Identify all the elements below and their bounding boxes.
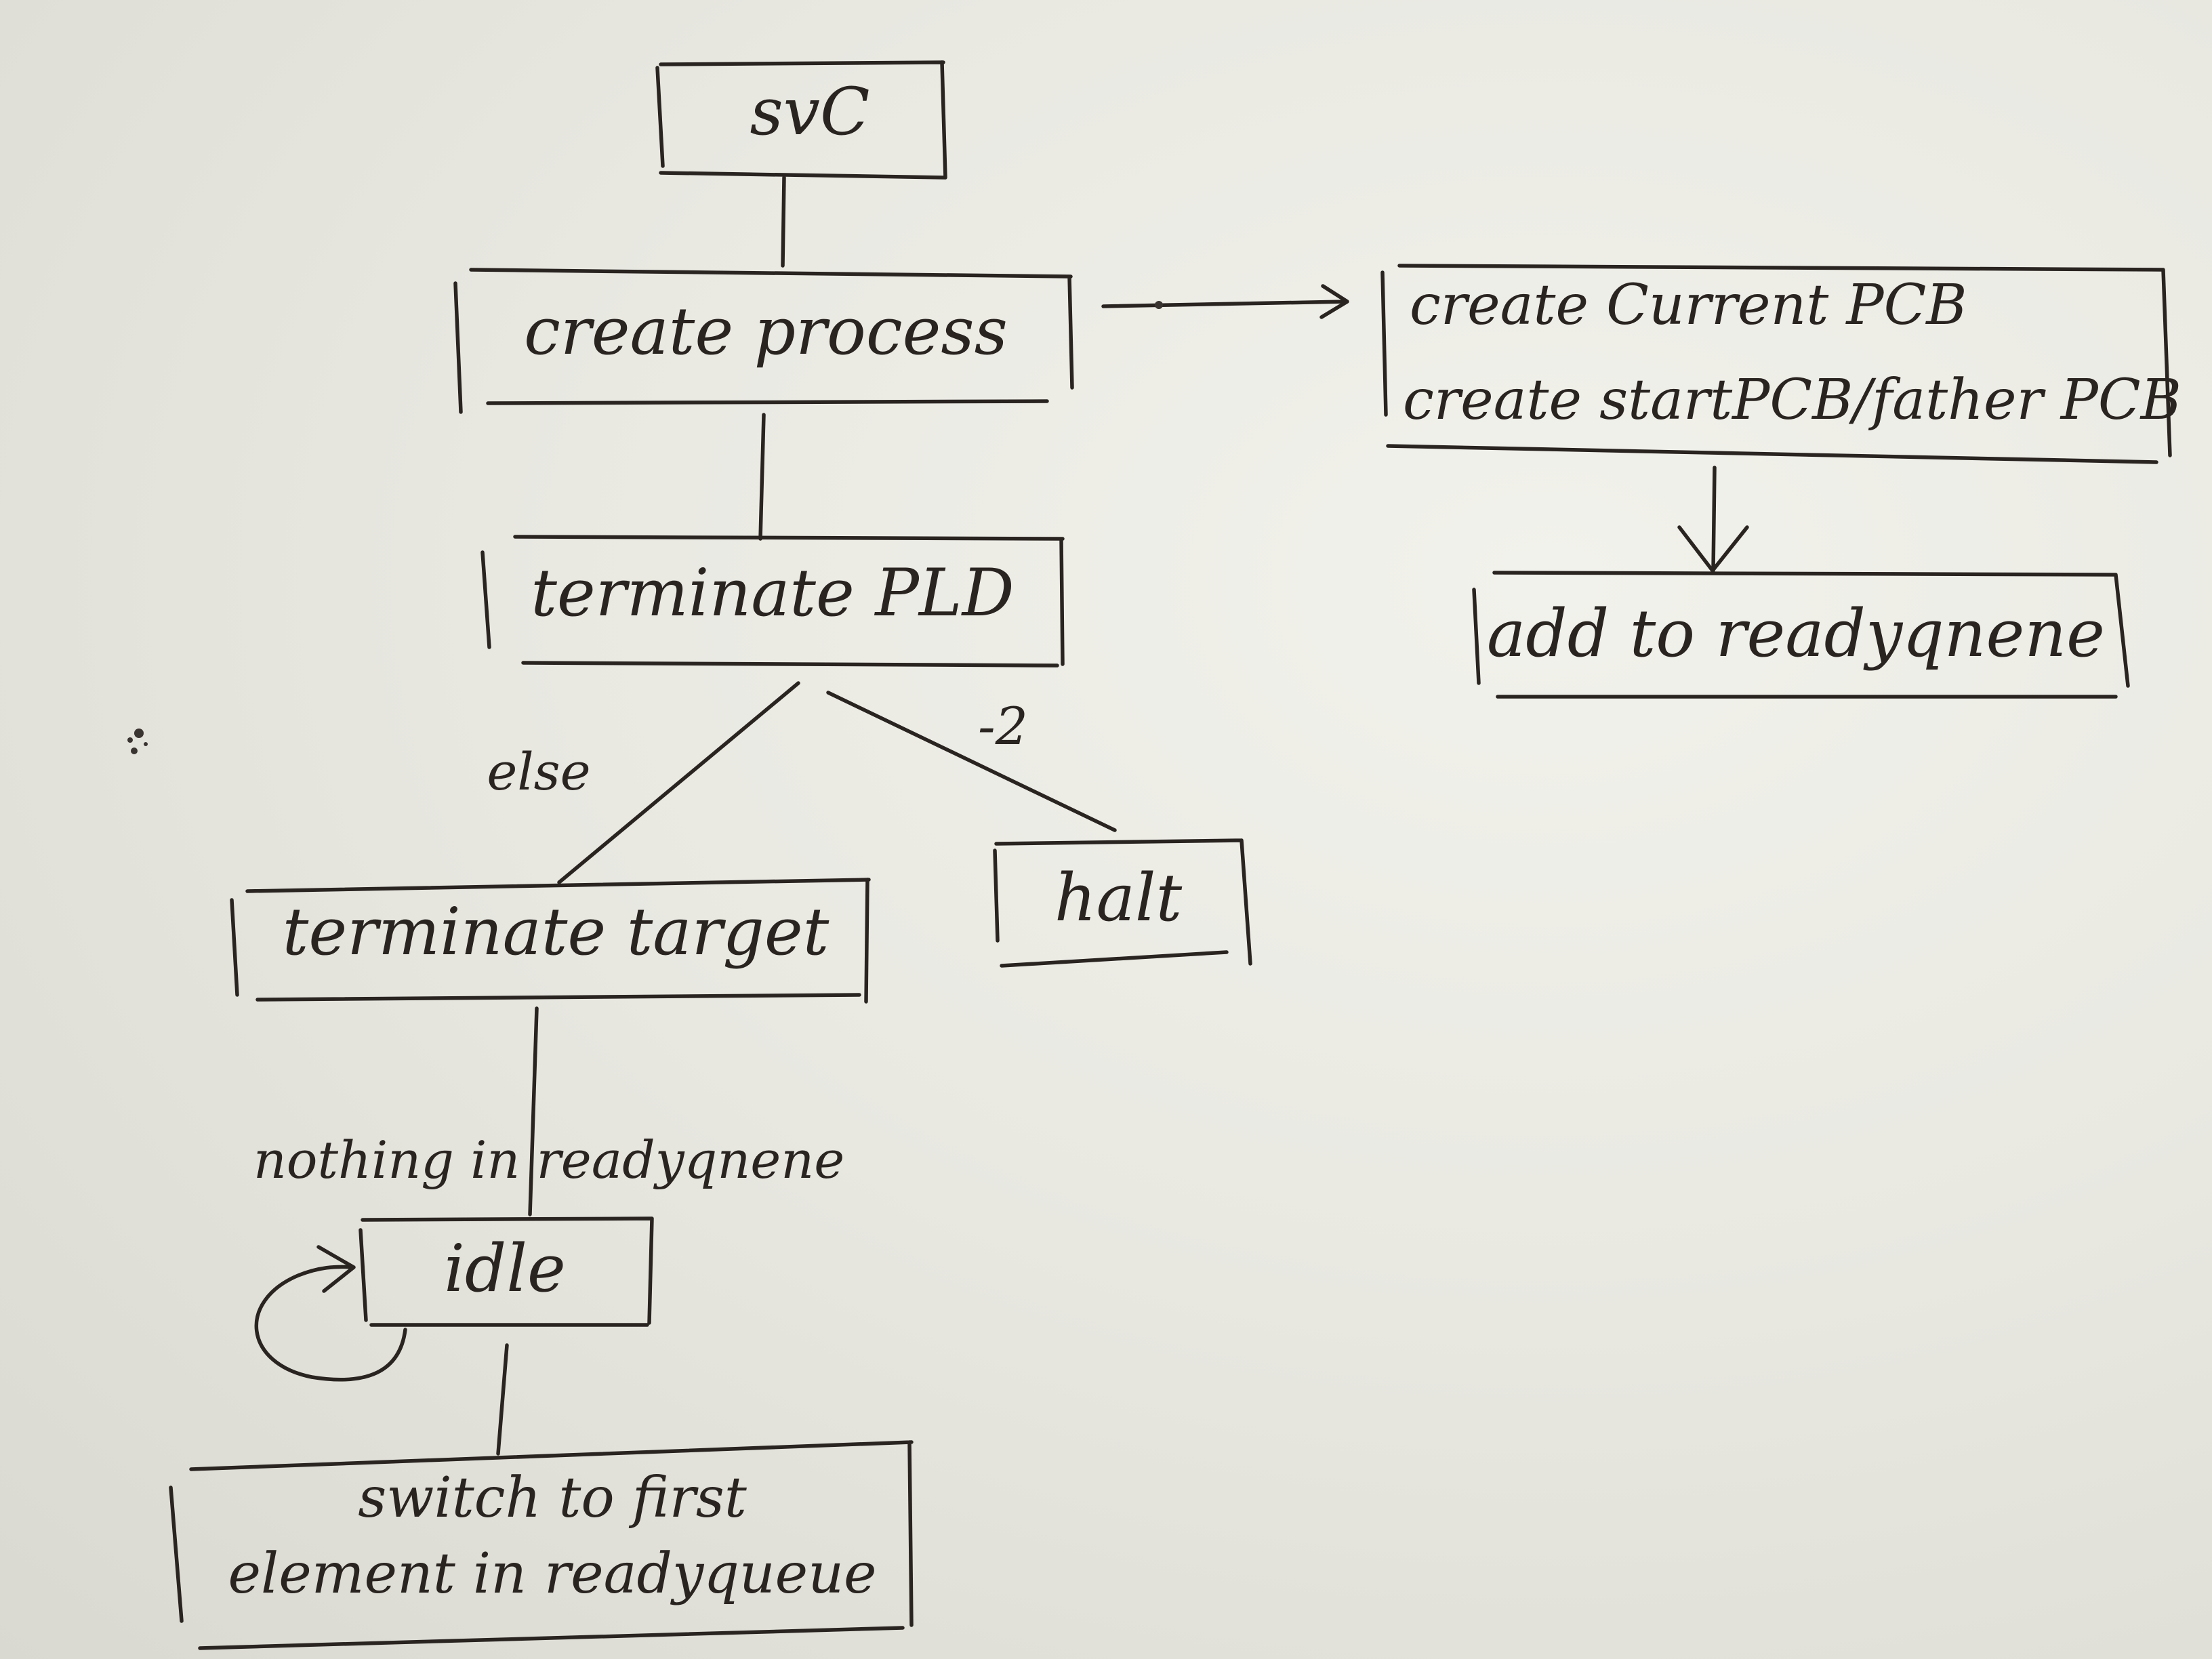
edge-terminate-else: else (487, 681, 800, 884)
node-add-ready: add to readyqnene (1472, 571, 2130, 699)
node-idle: idle (359, 1216, 654, 1327)
node-create-process-label: create process (524, 293, 1008, 369)
edge-create-terminate (758, 413, 766, 541)
edge-label-else: else (487, 741, 590, 802)
edge-terminate-halt: -2 (826, 691, 1117, 832)
node-svc-label: svC (750, 74, 870, 150)
node-idle-label: idle (444, 1231, 566, 1307)
ink-specks (127, 729, 148, 754)
node-halt: halt (993, 838, 1252, 968)
node-create-process: create process (453, 268, 1074, 414)
edge-create-to-pcb (1101, 284, 1349, 319)
node-terminate-target-label: terminate target (283, 894, 830, 970)
node-terminate-pld-label: terminate PLD (531, 555, 1014, 631)
edge-svc-create (781, 176, 786, 268)
node-add-ready-label: add to readyqnene (1487, 596, 2105, 672)
edge-target-idle: nothing in readyqnene (253, 1006, 844, 1216)
edge-idle-selfloop (254, 1245, 407, 1382)
node-switch: switch to first element in readyqueue (169, 1440, 914, 1650)
node-switch-line2: element in readyqueue (228, 1542, 876, 1606)
node-terminate-target: terminate target (230, 878, 871, 1004)
node-create-pcb: create Current PCB create startPCB/fathe… (1380, 264, 2182, 464)
edge-label-minus-two: -2 (978, 696, 1028, 756)
node-switch-line1: switch to first (358, 1466, 747, 1530)
edge-label-nothing: nothing in readyqnene (253, 1130, 844, 1190)
node-svc: svC (655, 60, 947, 180)
node-create-pcb-line2: create startPCB/father PCB (1403, 368, 2182, 432)
edge-pcb-to-ready (1677, 466, 1749, 573)
edge-idle-switch (496, 1343, 509, 1456)
node-create-pcb-line1: create Current PCB (1410, 273, 1967, 337)
node-halt-label: halt (1054, 860, 1183, 936)
node-terminate-pld: terminate PLD (480, 535, 1065, 668)
